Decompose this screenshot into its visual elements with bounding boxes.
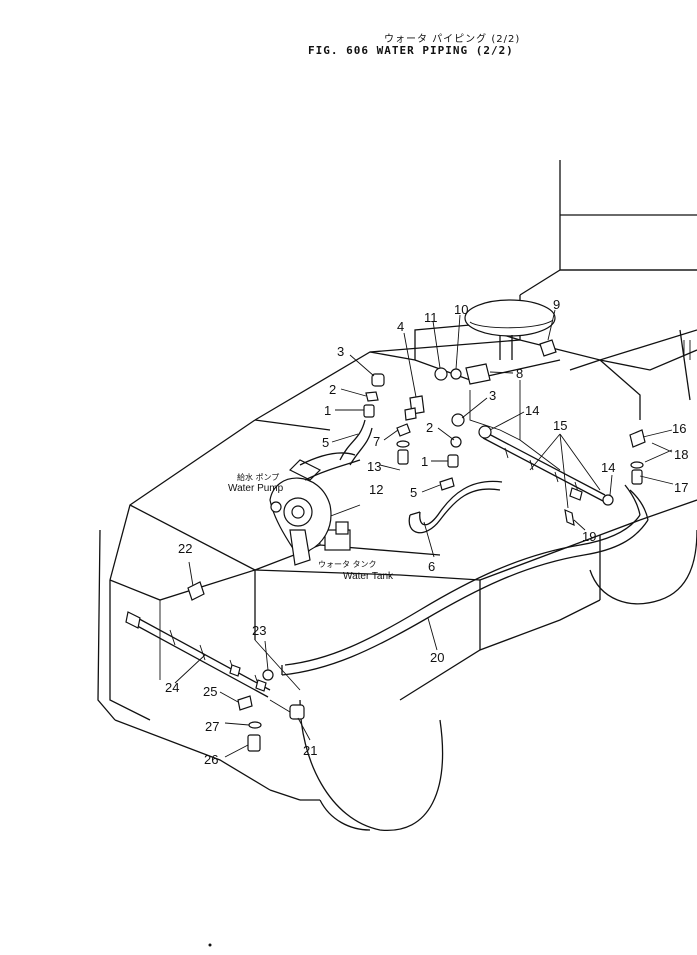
callout-18: 18 [674,447,688,462]
hoses [281,419,649,676]
figure-title-japanese: ウォータ パイピング (2/2) [384,34,521,45]
fittings [187,339,646,752]
callout-16: 16 [672,421,686,436]
machine-body [97,160,697,801]
callout-24: 24 [165,680,179,695]
front-drum [299,699,444,831]
callout-26: 26 [204,752,218,767]
callout-14-right: 14 [601,460,615,475]
callout-19: 19 [582,529,596,544]
callout-5-mid: 5 [410,485,417,500]
callout-12: 12 [369,482,383,497]
callout-20: 20 [430,650,444,665]
water-tank-label-jp: ウォータ タンク [318,560,377,569]
callout-17: 17 [674,480,688,495]
stray-dot [208,943,212,947]
callout-8: 8 [516,366,523,381]
callout-14-left: 14 [525,403,539,418]
water-tank-label: Water Tank [343,571,394,582]
callout-27: 27 [205,719,219,734]
callout-13: 13 [367,459,381,474]
callout-2-mid: 2 [426,420,433,435]
callout-25: 25 [203,684,217,699]
steering-wheel [464,299,556,360]
callout-5-upper: 5 [322,435,329,450]
callout-15: 15 [553,418,567,433]
leader-lines [174,309,674,758]
title-block: ウォータ パイピング (2/2) FIG. 606 WATER PIPING (… [0,0,697,60]
callout-3-upper: 3 [337,344,344,359]
callout-1-upper: 1 [324,403,331,418]
callout-23: 23 [252,623,266,638]
rear-wheel [589,529,697,605]
callout-21: 21 [303,743,317,758]
callout-3-mid: 3 [489,388,496,403]
callout-7: 7 [373,434,380,449]
callout-9: 9 [553,297,560,312]
figure-title: FIG. 606 WATER PIPING (2/2) [308,44,514,57]
callout-10: 10 [454,302,468,317]
water-pump-label: Water Pump [228,483,284,494]
callout-6: 6 [428,559,435,574]
water-pump-label-jp: 給水 ポンプ [237,472,279,482]
callout-1-mid: 1 [421,454,428,469]
callout-11: 11 [424,310,438,325]
callout-22: 22 [178,541,192,556]
callout-2-upper: 2 [329,382,336,397]
callout-4: 4 [397,319,404,334]
rear-spray-pipe [482,431,606,526]
water-pump: 給水 ポンプ Water Pump [228,452,361,566]
water-tank: ウォータ タンク Water Tank [254,504,441,582]
front-spray-pipe [125,611,271,698]
callouts: 3 2 1 5 4 7 13 12 11 10 9 8 3 2 1 5 14 1… [165,297,688,767]
